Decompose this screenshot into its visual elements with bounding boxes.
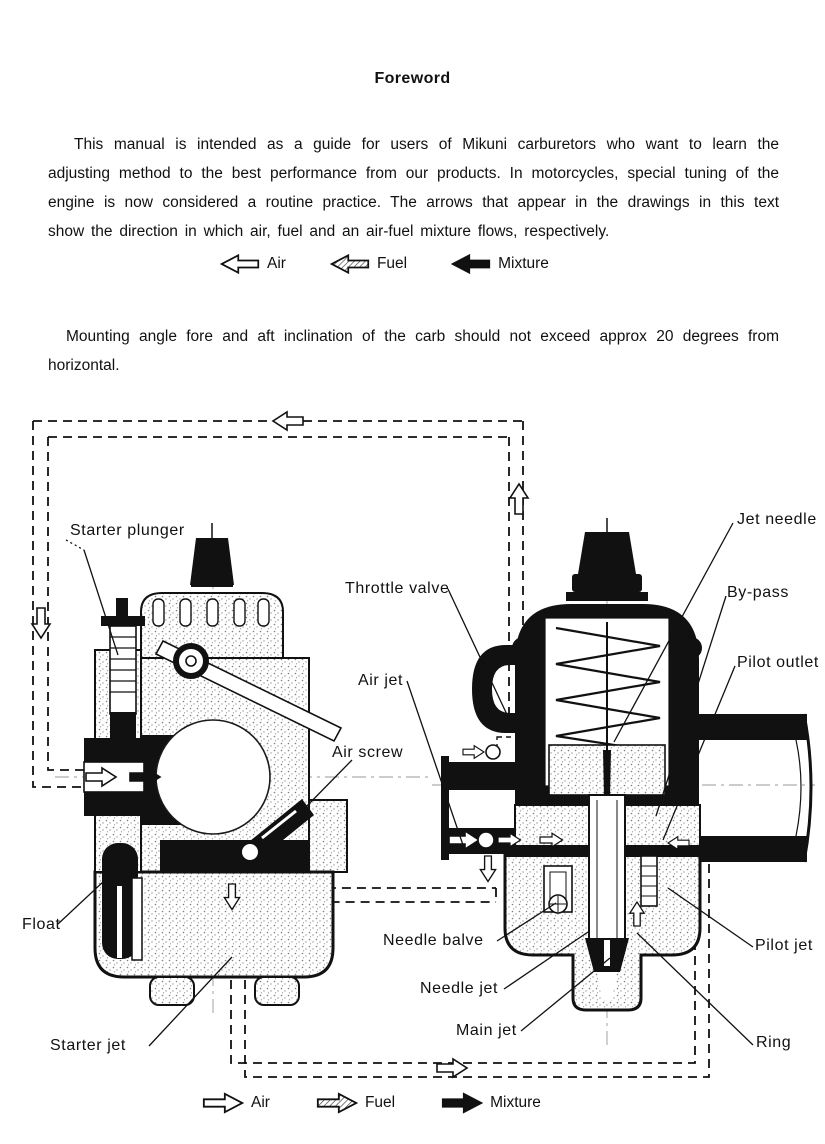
diagram-label-by-pass: By-pass [727, 584, 789, 601]
diagram-label-float: Float [22, 916, 61, 933]
diagram-label-needle-balve: Needle balve [383, 932, 484, 949]
fuel-arrow-right-icon [316, 1092, 358, 1114]
mixture-arrow-left-icon [451, 253, 491, 275]
diagram-label-air-screw: Air screw [332, 744, 404, 761]
page-title: Foreword [374, 70, 451, 87]
legend-item-fuel: Fuel [316, 1090, 395, 1116]
diagram-label-main-jet: Main jet [456, 1022, 517, 1039]
foreword-paragraph: This manual is intended as a guide for u… [48, 136, 779, 240]
legend-item-air: Air [220, 250, 286, 278]
diagram-label-throttle-valve: Throttle valve [345, 580, 450, 597]
flow-legend-top: Air Fuel Mixture [220, 250, 549, 278]
mixture-arrow-right-icon [442, 1092, 484, 1114]
diagram-label-ring: Ring [756, 1034, 792, 1051]
diagram-label-pilot-jet: Pilot jet [755, 937, 813, 954]
mounting-note-paragraph: Mounting angle fore and aft inclination … [48, 328, 779, 374]
legend-label: Mixture [498, 255, 549, 272]
label-leader-lines [57, 522, 754, 1047]
legend-item-mixture: Mixture [441, 1090, 541, 1116]
legend-label: Air [251, 1094, 270, 1111]
diagram-label-starter-plunger: Starter plunger [70, 522, 185, 539]
left-carburetor-section [83, 523, 348, 1006]
legend-label: Air [267, 255, 286, 272]
diagram-label-starter-jet: Starter jet [50, 1037, 126, 1054]
legend-label: Fuel [376, 255, 408, 272]
legend-item-mixture: Mixture [451, 250, 549, 278]
flow-legend-bottom: Air Fuel Mixture [202, 1090, 541, 1116]
legend-item-air: Air [202, 1090, 270, 1116]
air-arrow-right-icon [202, 1092, 244, 1114]
legend-item-fuel: Fuel [329, 250, 408, 278]
fuel-arrow-left-icon [329, 253, 370, 275]
legend-label: Mixture [490, 1094, 541, 1111]
legend-label: Fuel [364, 1094, 396, 1111]
diagram-label-jet-needle: Jet needle [737, 511, 817, 528]
air-arrow-left-icon [220, 253, 260, 275]
diagram-label-needle-jet: Needle jet [420, 980, 499, 997]
diagram-label-air-jet: Air jet [358, 672, 404, 689]
diagram-label-pilot-outlet: Pilot outlet [737, 654, 819, 671]
